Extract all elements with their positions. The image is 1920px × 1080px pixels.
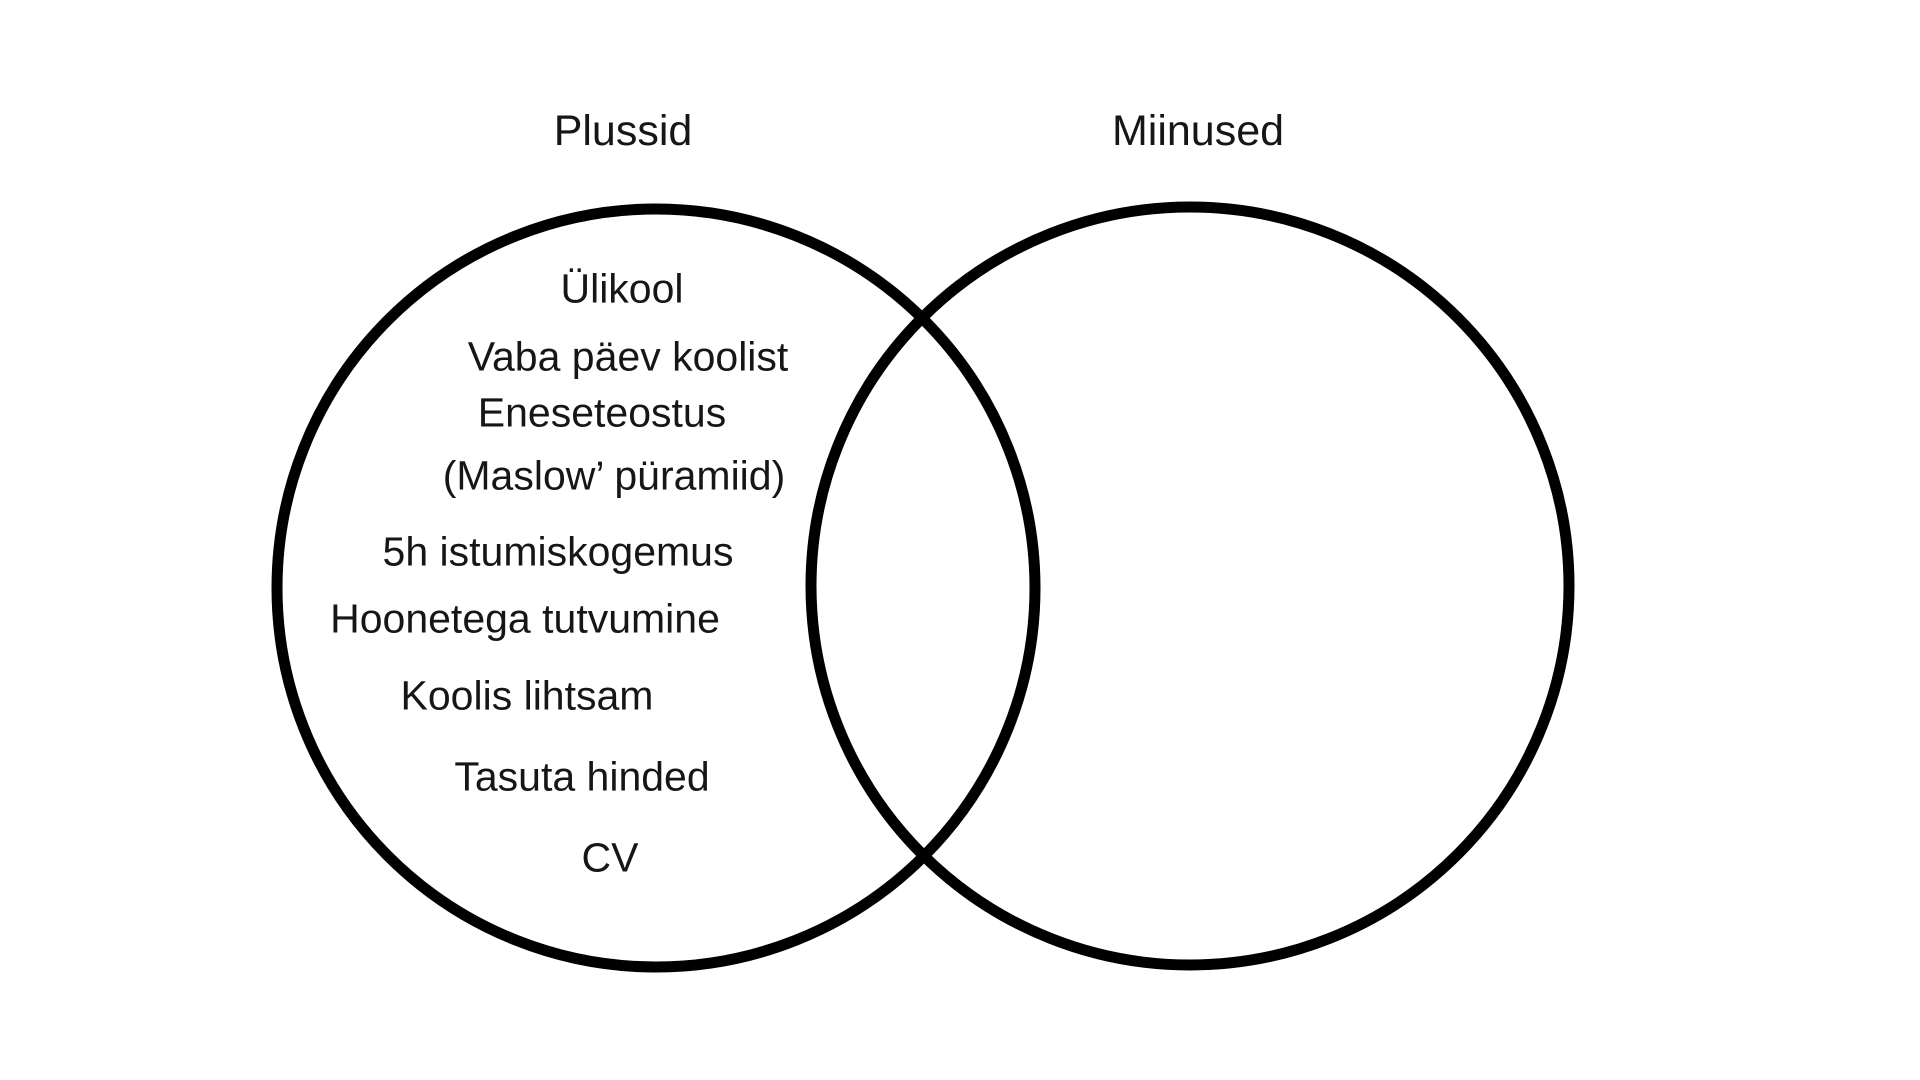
left-item-tasuta-hinded: Tasuta hinded [454, 753, 710, 800]
right-circle-title: Miinused [1111, 107, 1285, 156]
left-item-cv: CV [581, 834, 639, 881]
left-item-koolis-lihtsam: Koolis lihtsam [400, 672, 654, 719]
left-item-vaba-paev-koolist: Vaba päev koolist [467, 333, 789, 380]
left-item-hoonetega-tutvumine: Hoonetega tutvumine [330, 595, 720, 642]
left-circle [271, 203, 1041, 973]
left-item-5h-istumiskogemus: 5h istumiskogemus [382, 528, 734, 575]
left-item-eneseteostus: Eneseteostus [477, 389, 727, 436]
left-circle-title: Plussid [553, 107, 693, 156]
right-circle [805, 201, 1575, 971]
left-item-ulikool: Ülikool [560, 265, 684, 312]
left-item-maslow-puramiid: (Maslow’ püramiid) [442, 452, 786, 499]
